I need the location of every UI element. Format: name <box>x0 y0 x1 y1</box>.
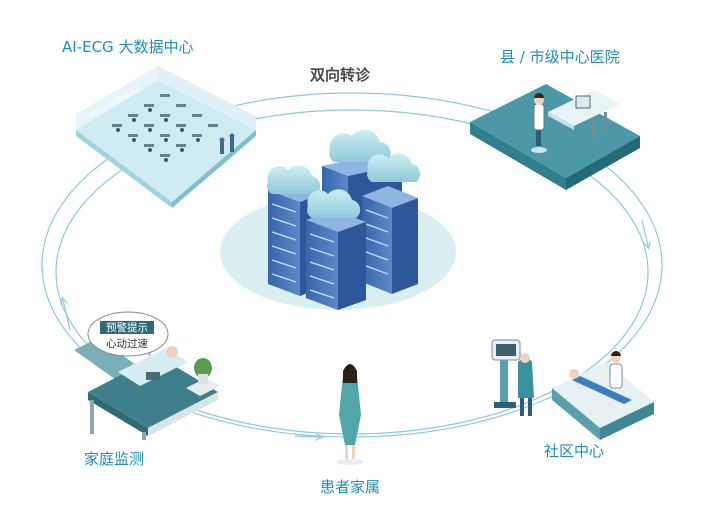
alert-detail: 心动过速 <box>106 337 148 350</box>
home-monitoring-illustration <box>74 316 220 440</box>
hospital-illustration <box>470 84 640 190</box>
home-monitoring-label: 家庭监测 <box>84 450 144 468</box>
big-data-center-illustration: AI-ECG大数据中心 <box>76 66 256 208</box>
hospital-label: 县 / 市级中心医院 <box>500 48 620 66</box>
alert-title: 预警提示 <box>106 321 148 334</box>
community-center-illustration <box>491 339 654 440</box>
community-center-label: 社区中心 <box>544 442 604 460</box>
family-label: 患者家属 <box>320 478 380 496</box>
alert-bubble: 预警提示 心动过速 <box>87 311 169 357</box>
big-data-center-label: AI-ECG 大数据中心 <box>62 38 193 56</box>
server-cluster <box>220 129 456 310</box>
family-member-illustration <box>336 364 364 465</box>
two-way-referral-label: 双向转诊 <box>310 66 371 84</box>
